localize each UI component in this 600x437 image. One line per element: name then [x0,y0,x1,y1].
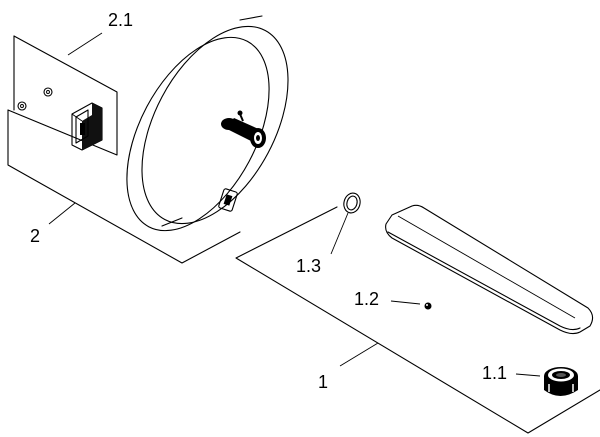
wall-plate-assembly: 2.1 2 [7,10,241,264]
grub-screw-icon [424,302,432,310]
screw-icon [43,87,53,97]
mounting-block [71,102,103,151]
leader-1-2 [390,300,421,305]
screw-icon [17,101,27,111]
leader-1-1 [515,373,541,377]
leader-1 [339,342,379,367]
label-1-1: 1.1 [482,363,507,383]
label-1-2: 1.2 [354,289,379,309]
spout [385,204,594,335]
leader-1-3 [330,212,349,255]
rosette-opening-icon [218,188,238,212]
spout-plane-outline [235,206,600,434]
round-rosette [126,15,289,232]
aerator-icon [544,367,578,396]
valve-stem-icon [221,110,266,148]
label-2-1: 2.1 [108,10,133,30]
label-2: 2 [30,226,40,246]
leader-2 [48,202,76,225]
label-1: 1 [318,372,328,392]
label-1-3: 1.3 [296,256,321,276]
leader-2-1 [67,32,103,56]
wall-plate-outline [7,35,241,264]
spout-assembly: 1.3 1.2 1.1 1 [235,192,600,434]
seal-ring-icon [343,192,361,214]
